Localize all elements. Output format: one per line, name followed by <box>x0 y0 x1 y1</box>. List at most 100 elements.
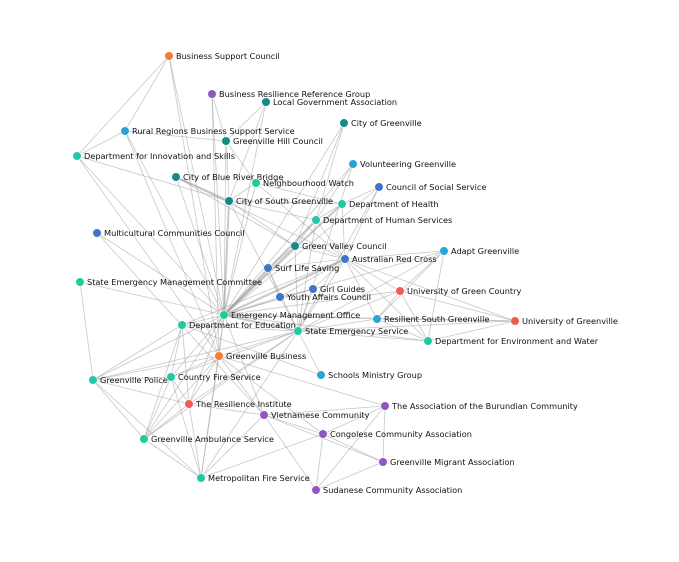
node-uog[interactable]: University of Greenville <box>510 316 618 326</box>
edge-uog-ses <box>297 320 516 332</box>
edge-arc-gg <box>312 258 346 290</box>
node-brrg[interactable]: Business Resilience Reference Group <box>207 89 371 99</box>
node-dot[interactable] <box>337 199 347 209</box>
node-dot[interactable] <box>339 118 349 128</box>
node-gb[interactable]: Greenville Business <box>214 351 307 361</box>
node-vc[interactable]: Vietnamese Community <box>259 410 370 420</box>
node-tri[interactable]: The Resilience Institute <box>184 399 292 409</box>
node-cosg[interactable]: City of South Greenville <box>224 196 333 206</box>
node-dot[interactable] <box>378 457 388 467</box>
node-dot[interactable] <box>380 401 390 411</box>
node-dot[interactable] <box>372 314 382 324</box>
node-dot[interactable] <box>214 351 224 361</box>
node-dot[interactable] <box>224 196 234 206</box>
node-sls[interactable]: Surf Life Saving <box>263 263 340 273</box>
node-doh[interactable]: Department of Health <box>337 199 439 209</box>
node-rsg[interactable]: Resilient South Greenville <box>372 314 490 324</box>
node-mfs[interactable]: Metropolitan Fire Service <box>196 473 310 483</box>
node-cfs[interactable]: Country Fire Service <box>166 372 261 382</box>
node-dot[interactable] <box>207 89 217 99</box>
edge-gb-cfs <box>170 355 220 378</box>
edge-cosg-gvc <box>228 200 296 247</box>
node-gg[interactable]: Girl Guides <box>308 284 365 294</box>
node-mcc[interactable]: Multicultural Communities Council <box>92 228 245 238</box>
node-ses[interactable]: State Emergency Service <box>293 326 409 336</box>
node-dot[interactable] <box>139 434 149 444</box>
node-dot[interactable] <box>340 254 350 264</box>
node-coss[interactable]: Council of Social Service <box>374 182 487 192</box>
node-dot[interactable] <box>166 372 176 382</box>
node-dot[interactable] <box>75 277 85 287</box>
node-diss[interactable]: Department for Innovation and Skills <box>72 151 235 161</box>
node-sca[interactable]: Sudanese Community Association <box>311 485 463 495</box>
node-dot[interactable] <box>221 136 231 146</box>
node-gas[interactable]: Greenville Ambulance Service <box>139 434 274 444</box>
node-dot[interactable] <box>423 336 433 346</box>
node-dot[interactable] <box>171 172 181 182</box>
node-nw[interactable]: Neighbourhood Watch <box>251 178 354 188</box>
node-cobrb[interactable]: City of Blue River Bridge <box>171 172 284 182</box>
node-label: Council of Social Service <box>386 182 486 192</box>
node-dfe[interactable]: Department for Education <box>177 320 296 330</box>
node-dot[interactable] <box>374 182 384 192</box>
node-label: Greenville Police <box>100 375 168 385</box>
edge-emo-cosg <box>223 200 230 316</box>
node-dot[interactable] <box>348 159 358 169</box>
node-dot[interactable] <box>72 151 82 161</box>
edge-dfe-gas <box>143 324 183 440</box>
node-cca[interactable]: Congolese Community Association <box>318 429 472 439</box>
node-emo[interactable]: Emergency Management Office <box>219 310 361 320</box>
node-dot[interactable] <box>177 320 187 330</box>
node-dot[interactable] <box>92 228 102 238</box>
edge-ses-mfs <box>200 330 299 479</box>
node-rrbss[interactable]: Rural Regions Business Support Service <box>120 126 295 136</box>
node-uogc[interactable]: University of Green Country <box>395 286 522 296</box>
node-dot[interactable] <box>259 410 269 420</box>
node-dot[interactable] <box>318 429 328 439</box>
node-label: Greenville Migrant Association <box>390 457 515 467</box>
node-volg[interactable]: Volunteering Greenville <box>348 159 456 169</box>
node-dot[interactable] <box>439 246 449 256</box>
node-dot[interactable] <box>219 310 229 320</box>
edge-ghc-rrbss <box>124 130 227 142</box>
node-dew[interactable]: Department for Environment and Water <box>423 336 599 346</box>
node-dot[interactable] <box>316 370 326 380</box>
node-bsc[interactable]: Business Support Council <box>164 51 280 61</box>
node-dot[interactable] <box>251 178 261 188</box>
node-dot[interactable] <box>395 286 405 296</box>
node-cog[interactable]: City of Greenville <box>339 118 422 128</box>
node-dot[interactable] <box>164 51 174 61</box>
node-gvc[interactable]: Green Valley Council <box>290 241 387 251</box>
node-ghc[interactable]: Greenville Hill Council <box>221 136 323 146</box>
node-dot[interactable] <box>308 284 318 294</box>
node-dot[interactable] <box>120 126 130 136</box>
node-dot[interactable] <box>290 241 300 251</box>
node-smg[interactable]: Schools Ministry Group <box>316 370 422 380</box>
node-yac[interactable]: Youth Affairs Council <box>275 292 371 302</box>
node-dot[interactable] <box>261 97 271 107</box>
node-lga[interactable]: Local Government Association <box>261 97 397 107</box>
node-adg[interactable]: Adapt Greenville <box>439 246 519 256</box>
node-dot[interactable] <box>196 473 206 483</box>
node-label: Greenville Ambulance Service <box>151 434 274 444</box>
node-label: Neighbourhood Watch <box>263 178 354 188</box>
edge-gp-gas <box>92 379 145 440</box>
node-dot[interactable] <box>311 215 321 225</box>
node-tabc[interactable]: The Association of the Burundian Communi… <box>380 401 578 411</box>
node-dot[interactable] <box>184 399 194 409</box>
node-dot[interactable] <box>88 375 98 385</box>
node-gma[interactable]: Greenville Migrant Association <box>378 457 515 467</box>
node-dot[interactable] <box>275 292 285 302</box>
edge-bsc-gb <box>168 55 220 357</box>
node-dot[interactable] <box>263 263 273 273</box>
edge-rsg-uog <box>376 318 516 322</box>
node-dot[interactable] <box>293 326 303 336</box>
node-arc[interactable]: Australian Red Cross <box>340 254 437 264</box>
node-semc[interactable]: State Emergency Management Committee <box>75 277 262 287</box>
node-dot[interactable] <box>311 485 321 495</box>
node-dhs[interactable]: Department of Human Services <box>311 215 453 225</box>
node-gp[interactable]: Greenville Police <box>88 375 168 385</box>
edge-arc-uog <box>344 258 516 322</box>
edge-adg-rsg <box>376 250 445 320</box>
node-dot[interactable] <box>510 316 520 326</box>
